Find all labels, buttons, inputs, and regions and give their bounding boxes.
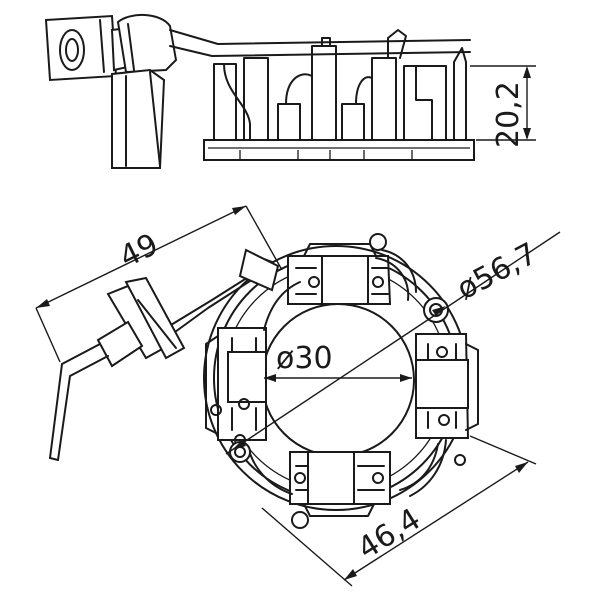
spring-top-right bbox=[375, 249, 417, 301]
brush-holder-left bbox=[205, 327, 267, 446]
connector-tab bbox=[44, 14, 118, 82]
brush-holder-right bbox=[415, 333, 479, 439]
lead-length-dimension-label: 49 bbox=[114, 227, 164, 275]
side-housing bbox=[203, 29, 475, 161]
span-dimension-label: 46,4 bbox=[352, 502, 427, 567]
side-view: 20,2 bbox=[44, 14, 536, 169]
front-view: 49 ø56,7 ø30 46,4 bbox=[35, 205, 561, 587]
brush-holder-bottom bbox=[289, 451, 391, 517]
strain-relief bbox=[110, 14, 178, 169]
outer-diameter-dimension-label: ø56,7 bbox=[451, 236, 543, 307]
spring-top-left bbox=[263, 281, 301, 331]
spring-bottom-right bbox=[399, 439, 447, 497]
brush-holder-top bbox=[287, 243, 392, 305]
inner-diameter-dimension-label: ø30 bbox=[276, 341, 333, 376]
lead-out-cable bbox=[49, 248, 280, 461]
height-dimension: 20,2 bbox=[470, 65, 536, 148]
height-dimension-label: 20,2 bbox=[491, 81, 526, 148]
inner-diameter-dimension: ø30 bbox=[264, 341, 412, 382]
